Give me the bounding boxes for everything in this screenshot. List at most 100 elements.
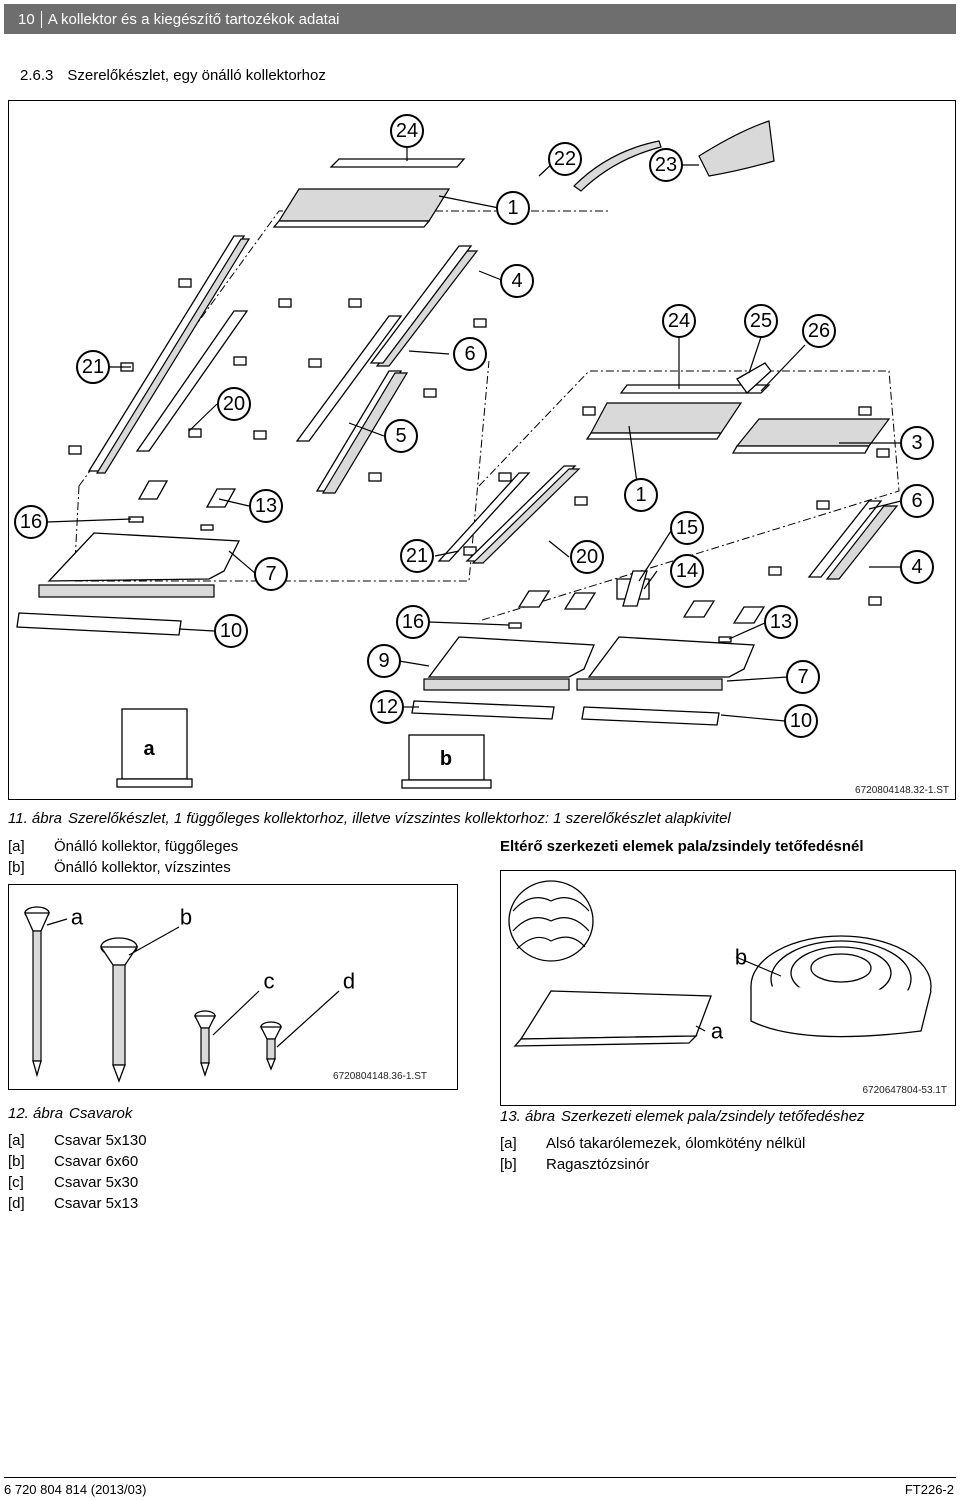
figure-12-label: 12. ábra: [8, 1105, 64, 1122]
screw-letter-a: a: [71, 905, 84, 930]
callout: 5: [384, 419, 418, 453]
svg-text:20: 20: [223, 393, 245, 415]
svg-text:24: 24: [396, 120, 418, 142]
svg-text:7: 7: [797, 666, 808, 688]
pin-part: [128, 516, 144, 523]
vertical-rails-left: [87, 235, 479, 494]
screw-b: [99, 937, 139, 1083]
footer-document-number: 6 720 804 814 (2013/03): [4, 1482, 147, 1497]
svg-text:1: 1: [635, 484, 646, 506]
callout: 14: [670, 554, 704, 588]
svg-text:22: 22: [554, 148, 576, 170]
screw-a: [23, 906, 51, 1078]
svg-text:20: 20: [576, 546, 598, 568]
callouts: 24 22 23 1 4 6 21 20 5 24 25 26 3 16 13 …: [14, 114, 934, 738]
svg-text:21: 21: [82, 356, 104, 378]
callout: 25: [744, 304, 778, 338]
screw-letter-b: b: [180, 905, 192, 930]
callout: 23: [649, 148, 683, 182]
box-letter-a: a: [143, 738, 155, 760]
figure-11-id: 6720804148.32-1.ST: [855, 785, 949, 796]
legend-row: [a]Csavar 5x130: [8, 1132, 147, 1149]
callout: 7: [254, 557, 288, 591]
top-profile-part: [272, 158, 466, 228]
callout: 9: [367, 644, 401, 678]
brackets: [68, 278, 890, 606]
callout: 1: [624, 478, 658, 512]
callout: 10: [784, 704, 818, 738]
figure-13-caption: 13. ábra Szerkezeti elemek pala/zsindely …: [500, 1108, 865, 1125]
legend-row: [a]Alsó takarólemezek, ólomkötény nélkül: [500, 1135, 806, 1152]
callout: 12: [370, 690, 404, 724]
section-number: 2.6.3: [20, 67, 54, 84]
figure-12-caption-text: Csavarok: [69, 1105, 133, 1122]
callout: 21: [400, 539, 434, 573]
screw-c: [193, 1010, 217, 1078]
section-heading: Szerelőkészlet, egy önálló kollektorhoz: [67, 67, 326, 84]
footer-code: FT226-2: [904, 1482, 954, 1497]
figure-12-drawing: a b c d: [23, 905, 355, 1083]
svg-text:16: 16: [20, 511, 42, 533]
svg-text:21: 21: [406, 545, 428, 567]
svg-text:14: 14: [676, 560, 698, 582]
callout: 16: [14, 505, 48, 539]
figure-13-id: 6720647804-53.1T: [862, 1085, 947, 1096]
figure-13-caption-text: Szerkezeti elemek pala/zsindely tetőfedé…: [561, 1108, 865, 1125]
callout: 20: [217, 387, 251, 421]
svg-text:6: 6: [911, 490, 922, 512]
callout: 4: [500, 264, 534, 298]
svg-text:26: 26: [808, 320, 830, 342]
callout: 13: [764, 605, 798, 639]
callout: 1: [496, 191, 530, 225]
svg-text:10: 10: [220, 620, 242, 642]
figure-12-frame: a b c d 6720804148.36-1.ST: [8, 884, 458, 1090]
figure-13-frame: a b 6720647804-53.1T: [500, 870, 956, 1106]
horizontal-top-profile: [585, 362, 891, 454]
figure-11-frame: a b: [8, 100, 956, 800]
figure-11-label: 11. ábra: [8, 810, 62, 827]
svg-text:4: 4: [911, 556, 922, 578]
collector-box-a: a: [116, 708, 193, 788]
pin-part-b: [200, 524, 214, 531]
callout: 21: [76, 350, 110, 384]
svg-text:24: 24: [668, 310, 690, 332]
page-number: 10: [18, 10, 35, 28]
box-letter-b: b: [440, 748, 452, 770]
screw-letter-c: c: [264, 969, 275, 994]
screw-letter-d: d: [343, 969, 355, 994]
figure-12-legend: [a]Csavar 5x130 [b]Csavar 6x60 [c]Csavar…: [8, 1130, 147, 1214]
svg-text:9: 9: [378, 650, 389, 672]
callout: 26: [802, 314, 836, 348]
page-header: 10 A kollektor és a kiegészítő tartozéko…: [4, 4, 956, 34]
shingle-detail: [508, 880, 594, 962]
callout: 24: [390, 114, 424, 148]
svg-text:10: 10: [790, 710, 812, 732]
svg-text:6: 6: [464, 343, 475, 365]
figure-13-drawing: a b: [508, 880, 932, 1047]
svg-text:13: 13: [255, 495, 277, 517]
callout: 6: [900, 484, 934, 518]
legend-row: [c]Csavar 5x30: [8, 1174, 139, 1191]
clip-13a: [137, 480, 169, 500]
figure-13-legend: [a]Alsó takarólemezek, ólomkötény nélkül…: [500, 1133, 805, 1175]
svg-text:25: 25: [750, 310, 772, 332]
svg-text:13: 13: [770, 611, 792, 633]
svg-text:23: 23: [655, 154, 677, 176]
callout: 16: [396, 605, 430, 639]
svg-text:4: 4: [511, 270, 522, 292]
figure-12-id: 6720804148.36-1.ST: [333, 1071, 427, 1082]
flashing-horizontal: [411, 636, 755, 726]
callout: 4: [900, 550, 934, 584]
footer-rule: [4, 1477, 956, 1478]
figure-11-legend: [a]Önálló kollektor, függőleges [b]Önáll…: [8, 836, 238, 878]
figure-12-caption: 12. ábra Csavarok: [8, 1105, 132, 1122]
callout: 6: [453, 337, 487, 371]
callout: 22: [548, 142, 582, 176]
callout: 3: [900, 426, 934, 460]
callout: 7: [786, 660, 820, 694]
legend-row: [b]Csavar 6x60: [8, 1153, 139, 1170]
figure-13-label: 13. ábra: [500, 1108, 556, 1125]
figure-11-drawing: a b: [14, 114, 934, 789]
legend-row: [b]Ragasztózsinór: [500, 1156, 650, 1173]
